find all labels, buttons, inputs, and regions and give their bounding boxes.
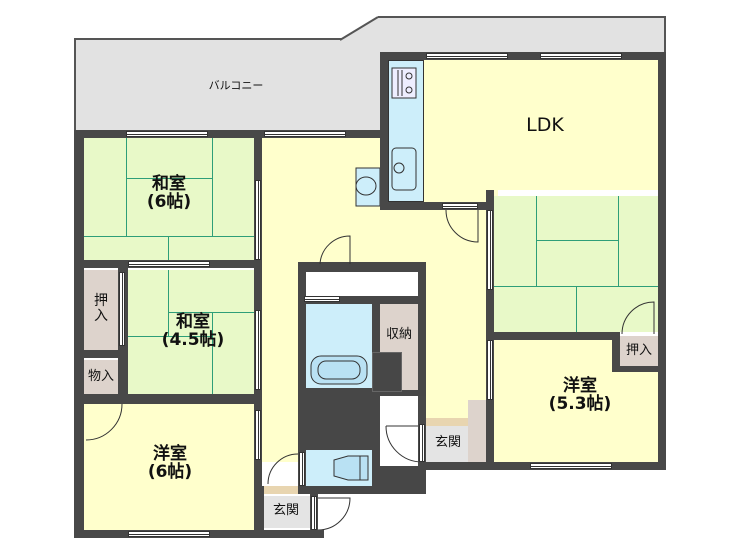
sliding-door — [487, 340, 493, 400]
sliding-door — [487, 210, 493, 290]
sliding-door — [304, 296, 340, 302]
sliding-door — [128, 261, 210, 267]
sliding-door — [119, 272, 125, 346]
changing-area — [306, 272, 418, 296]
room-yoshitsu-6-label: 洋室 (6帖) — [147, 444, 193, 482]
entry-door — [419, 424, 425, 462]
monoire-label: 物入 — [87, 369, 114, 384]
room-washitsu-4-5-label: 和室 (4.5帖) — [161, 312, 225, 350]
window — [426, 53, 508, 59]
balcony-label: バルコニー — [208, 79, 264, 92]
sliding-door — [442, 203, 478, 209]
window — [264, 131, 346, 137]
room-washitsu-6 — [84, 138, 254, 260]
oshiire-left — [84, 270, 118, 350]
balcony-angle — [339, 16, 390, 44]
kitchen-sink-icon — [391, 147, 417, 191]
sliding-door — [255, 410, 261, 460]
door-swing-icon — [621, 301, 655, 335]
door-swing-icon — [317, 497, 351, 531]
door-swing-icon — [267, 453, 299, 485]
room-ldk — [388, 60, 660, 190]
room-yoshitsu-5-3 — [494, 340, 620, 464]
window — [126, 131, 208, 137]
wash-basin-icon — [355, 167, 381, 207]
balcony — [74, 38, 384, 132]
monoire — [84, 360, 118, 396]
window — [530, 463, 612, 469]
entry-door — [311, 496, 317, 530]
shuno-label: 収納 — [385, 327, 412, 342]
oshiire-left-label: 押 入 — [94, 293, 108, 324]
entry-door — [299, 452, 305, 486]
door-swing-icon — [445, 209, 479, 243]
oshiire-right-label: 押入 — [625, 343, 652, 358]
bathtub-icon — [310, 355, 368, 385]
oshiire-right — [620, 336, 658, 368]
door-swing-icon — [319, 235, 351, 265]
room-washitsu-4-5 — [128, 270, 254, 394]
door-swing-icon — [85, 403, 123, 441]
genkan-right-label: 玄関 — [434, 435, 461, 450]
window — [540, 53, 622, 59]
room-ldk-label: LDK — [526, 114, 564, 136]
window — [128, 531, 210, 537]
genkan-left-label: 玄関 — [272, 503, 299, 518]
room-yoshitsu-6 — [84, 404, 256, 530]
sliding-door — [255, 180, 261, 260]
washroom — [306, 304, 372, 352]
kitchen-stove-icon — [391, 67, 417, 99]
toilet-icon — [333, 455, 369, 481]
room-washitsu-6-label: 和室 (6帖) — [146, 174, 192, 212]
sliding-door — [255, 310, 261, 390]
genkan-left — [264, 496, 310, 528]
room-yoshitsu-5-3-label: 洋室 (5.3帖) — [548, 376, 612, 414]
